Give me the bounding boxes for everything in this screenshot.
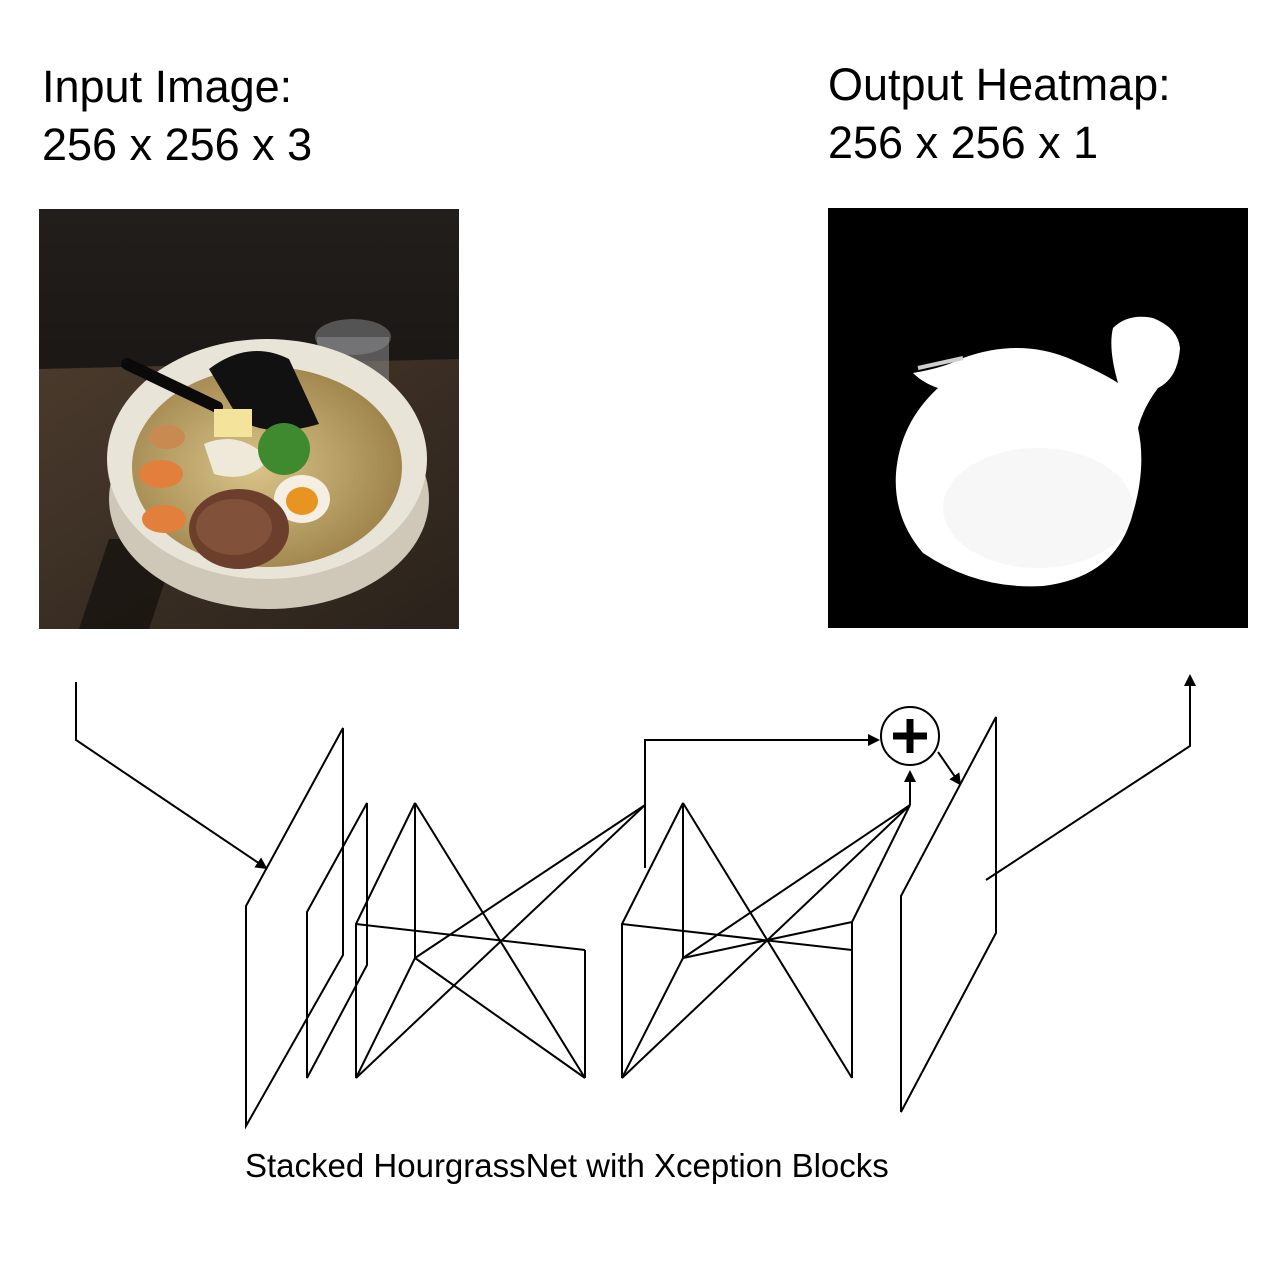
input-plane <box>245 727 344 1130</box>
heatmap-mask <box>828 208 1248 628</box>
input-image-title: Input Image: <box>42 61 293 112</box>
hourglass-network-diagram <box>75 674 1196 1130</box>
hourglass-block-1 <box>355 802 646 1079</box>
add-output-arrow <box>937 751 962 786</box>
plus-circle-icon <box>880 706 940 766</box>
input-image-label: Input Image: 256 x 256 x 3 <box>42 58 312 174</box>
conv-plane <box>306 802 368 1079</box>
skip-connection-arrow <box>644 734 880 868</box>
ramen-bowl-photo <box>39 209 459 629</box>
output-heatmap-title: Output Heatmap: <box>828 59 1171 110</box>
plus-sign <box>893 719 927 753</box>
output-plane <box>900 716 997 1113</box>
output-heatmap-label: Output Heatmap: 256 x 256 x 1 <box>828 56 1171 172</box>
input-photo <box>39 209 459 629</box>
output-arrow <box>985 674 1196 881</box>
output-heatmap <box>828 208 1248 628</box>
output-heatmap-dims: 256 x 256 x 1 <box>828 117 1099 168</box>
diagram-caption: Stacked HourgrassNet with Xception Block… <box>245 1147 889 1184</box>
input-arrow <box>75 682 268 870</box>
hourglass-block-2 <box>621 802 911 1079</box>
input-image-dims: 256 x 256 x 3 <box>42 119 313 170</box>
